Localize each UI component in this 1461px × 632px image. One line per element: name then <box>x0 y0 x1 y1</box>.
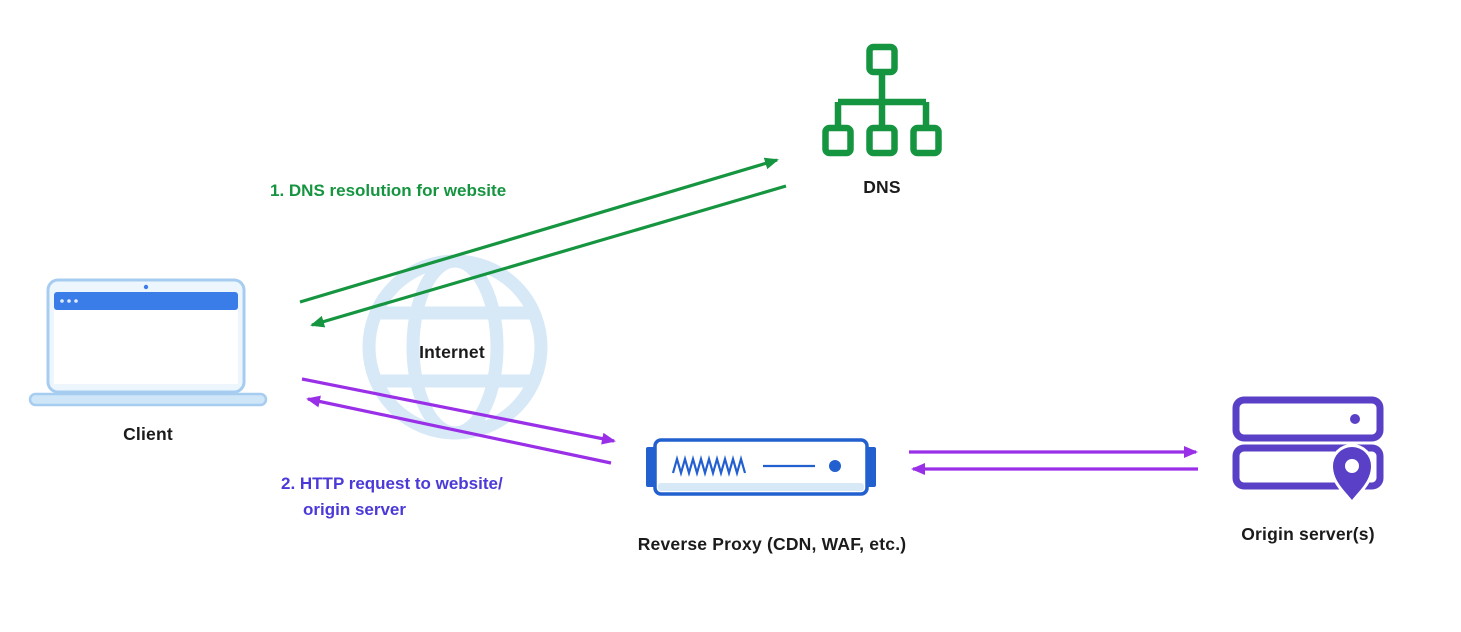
reverse-proxy-label: Reverse Proxy (CDN, WAF, etc.) <box>637 534 907 554</box>
step2-label-line1: 2. HTTP request to website/ <box>281 474 503 493</box>
internet-label: Internet <box>419 342 485 362</box>
laptop-base <box>28 392 268 407</box>
dns-tree-icon <box>822 43 942 157</box>
laptop-camera-dot <box>143 284 149 290</box>
origin-server-top <box>1232 396 1384 442</box>
laptop-icon <box>28 278 268 407</box>
location-pin-hole <box>1345 459 1359 473</box>
step2-label: 2. HTTP request to website/ origin serve… <box>281 471 503 523</box>
client-label: Client <box>123 424 173 444</box>
proxy-indicator-dot <box>829 460 841 472</box>
location-pin-icon <box>1329 444 1375 505</box>
dns-label: DNS <box>863 177 901 197</box>
browser-viewport <box>54 310 238 384</box>
proxy-bottom-strip <box>658 483 864 491</box>
proxy-server-box-icon <box>646 438 876 496</box>
browser-titlebar <box>54 292 238 310</box>
server-stack-location-pin-icon <box>1232 396 1384 505</box>
step1-label: 1. DNS resolution for website <box>270 181 507 200</box>
step2-label-line2: origin server <box>303 500 406 519</box>
origin-server-dot <box>1350 414 1360 424</box>
origin-servers-label: Origin server(s) <box>1241 524 1375 544</box>
laptop-screen <box>46 278 246 394</box>
proxy-zigzag-pattern <box>671 454 747 478</box>
